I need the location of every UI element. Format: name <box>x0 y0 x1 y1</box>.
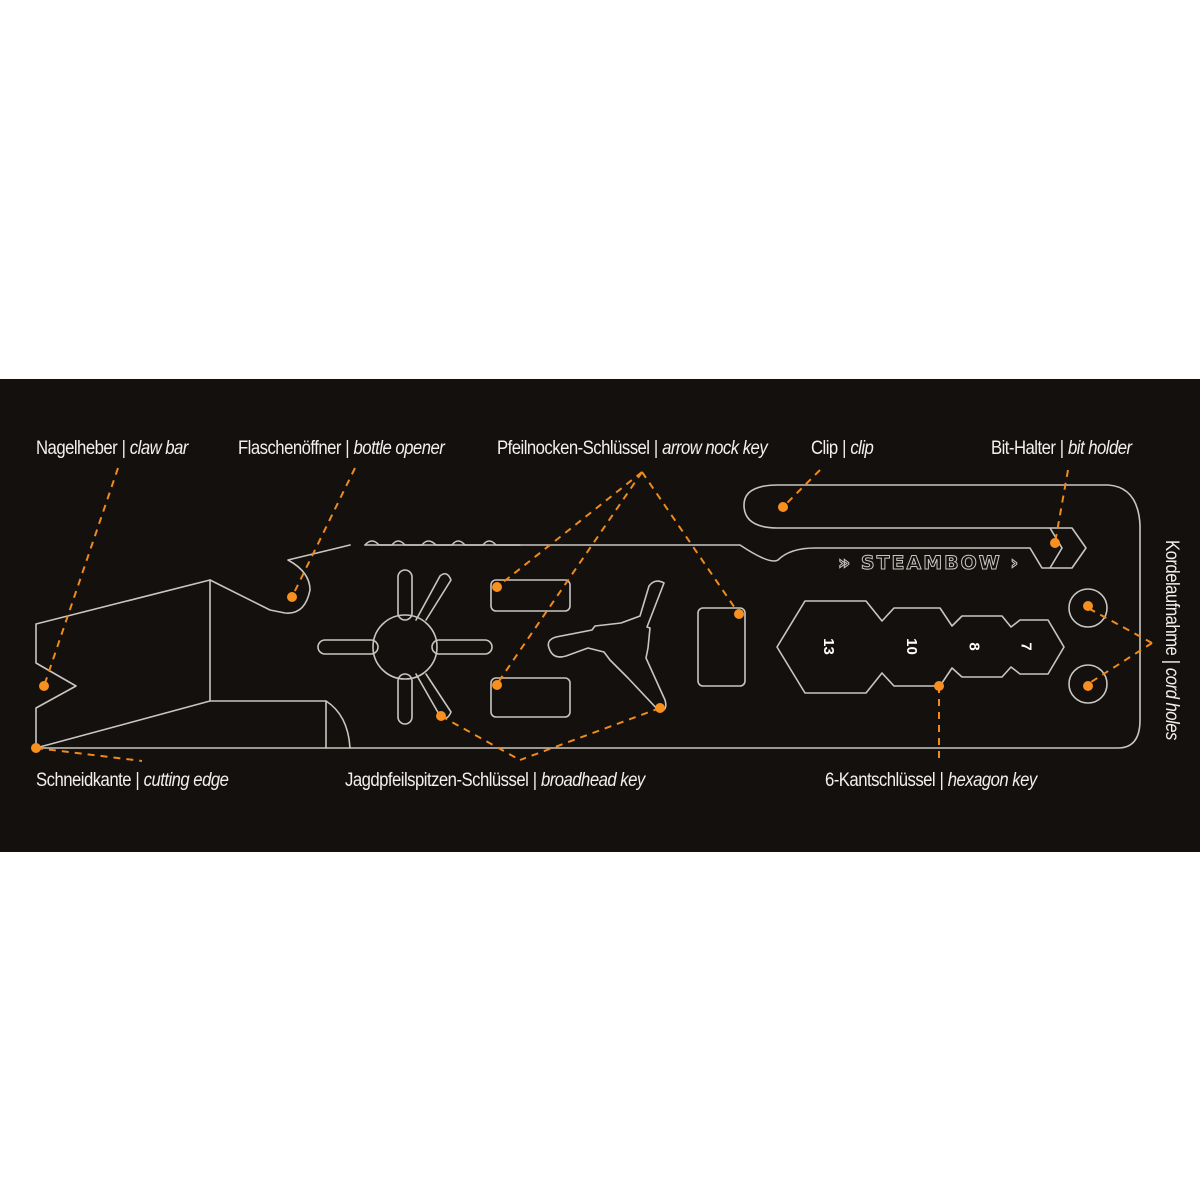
hex-size-8: 8 <box>965 642 983 651</box>
hex-size-13: 13 <box>819 638 837 655</box>
label-bottle-opener: Flaschenöffner|bottle opener <box>238 438 445 459</box>
hexagon-key-cutout <box>776 600 1065 694</box>
label-hexagon-key: 6-Kantschlüssel|hexagon key <box>825 770 1037 791</box>
broadhead-cross-cutout <box>317 569 493 725</box>
arrow-nock-slot-bottom <box>490 677 571 718</box>
hex-size-10: 10 <box>902 638 920 655</box>
label-bit-holder: Bit-Halter|bit holder <box>991 438 1132 459</box>
brand-logo: » STEAMBOW › <box>837 552 1021 575</box>
label-claw-bar: Nagelheber|claw bar <box>36 438 188 459</box>
label-cord-holes: Kordelaufnahme|cord holes <box>1161 540 1182 740</box>
label-cutting-edge: Schneidkante|cutting edge <box>36 770 229 791</box>
cord-hole-top <box>1068 588 1108 628</box>
label-clip: Clip|clip <box>811 438 874 459</box>
arrow-nock-slot-right <box>697 607 746 687</box>
label-broadhead-key: Jagdpfeilspitzen-Schlüssel|broadhead key <box>345 770 645 791</box>
broadhead-y-cutout <box>547 580 667 713</box>
label-arrow-nock-key: Pfeilnocken-Schlüssel|arrow nock key <box>497 438 768 459</box>
tool-outline <box>35 484 1141 749</box>
leader-dots <box>31 502 1093 753</box>
arrow-nock-slot-top <box>490 579 571 612</box>
leader-lines <box>35 467 1153 762</box>
cord-hole-bottom <box>1068 664 1108 704</box>
hex-size-7: 7 <box>1017 642 1035 651</box>
